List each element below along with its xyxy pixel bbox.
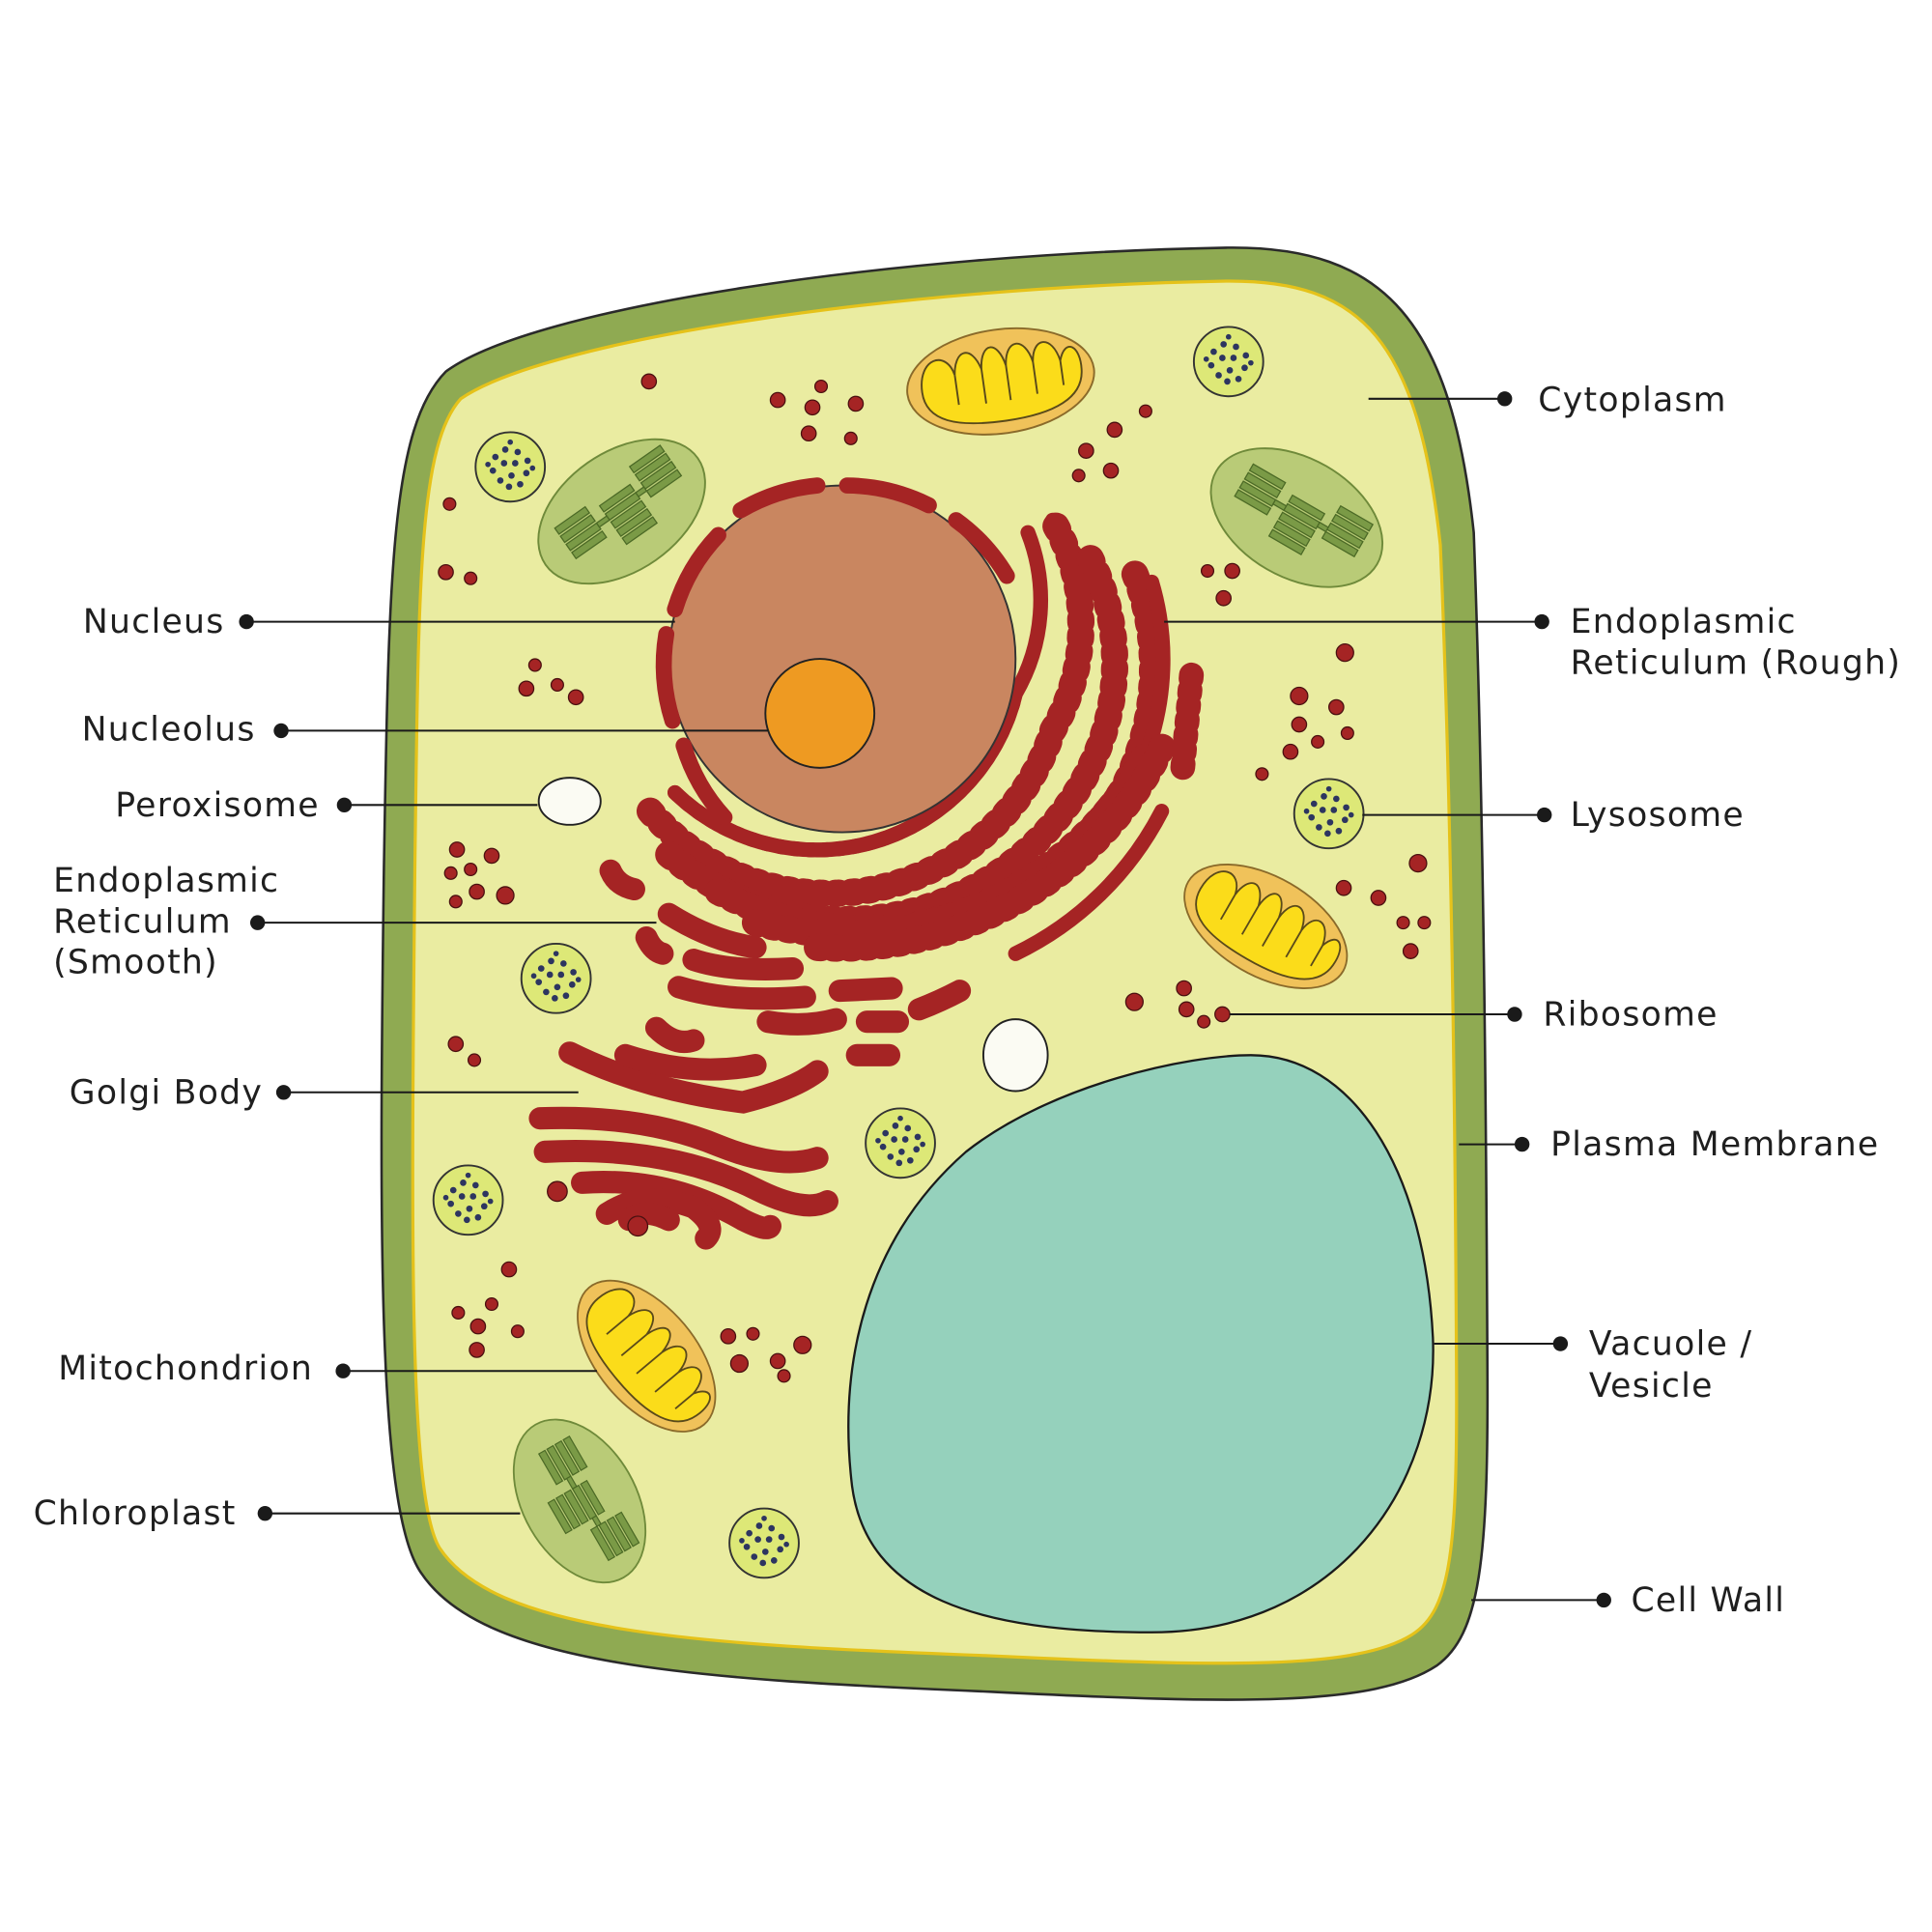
ribosomes [438,373,1432,1383]
vacuole [847,1054,1435,1634]
lysosome [865,1107,936,1179]
label-text: Vesicle [1589,1367,1714,1406]
label-cell-wall: Cell Wall [1471,1581,1785,1620]
label-text: Cell Wall [1631,1581,1785,1620]
label-text: Endoplasmic [1571,603,1797,641]
rough-er [636,506,1205,962]
label-text: Nucleolus [82,711,256,750]
lysosome [432,1164,504,1236]
label-nucleus: Nucleus [83,603,675,641]
label-ribosome: Ribosome [1230,996,1718,1035]
label-text: Endoplasmic [53,862,279,900]
label-text: Nucleus [83,603,225,641]
label-vacuole: Vacuole / Vesicle [1434,1325,1752,1406]
nuclear-envelope [655,477,1015,826]
label-chloroplast: Chloroplast [34,1494,521,1533]
label-lysosome: Lysosome [1362,796,1745,835]
label-text: Plasma Membrane [1550,1125,1879,1164]
lysosome [728,1507,800,1579]
label-plasma-membrane: Plasma Membrane [1459,1125,1879,1164]
label-text: Chloroplast [34,1494,237,1533]
label-er-rough: Endoplasmic Reticulum (Rough) [1164,603,1902,682]
label-mitochondrion: Mitochondrion [58,1350,597,1388]
smooth-er [599,859,972,1066]
label-text: Vacuole / [1589,1325,1752,1364]
label-text: Lysosome [1571,796,1745,835]
label-nucleolus: Nucleolus [82,711,768,750]
peroxisome [981,1018,1049,1093]
label-text: Ribosome [1543,996,1718,1035]
label-cytoplasm: Cytoplasm [1368,382,1726,420]
nucleolus [764,658,876,769]
lysosome [1293,778,1365,850]
lysosome [520,942,592,1014]
label-text: Reticulum [53,902,232,941]
label-text: Reticulum (Rough) [1571,643,1902,682]
label-text: Golgi Body [70,1073,263,1112]
lysosome [1192,326,1264,398]
lysosome [474,431,547,503]
label-er-smooth: Endoplasmic Reticulum (Smooth) [53,862,657,982]
label-peroxisome: Peroxisome [115,786,538,825]
golgi-body [528,1016,838,1250]
label-text: Peroxisome [115,786,320,825]
label-text: Mitochondrion [58,1350,313,1388]
peroxisome [537,777,602,826]
label-text: Cytoplasm [1538,382,1726,420]
label-text: (Smooth) [53,944,218,982]
label-golgi: Golgi Body [70,1073,579,1112]
